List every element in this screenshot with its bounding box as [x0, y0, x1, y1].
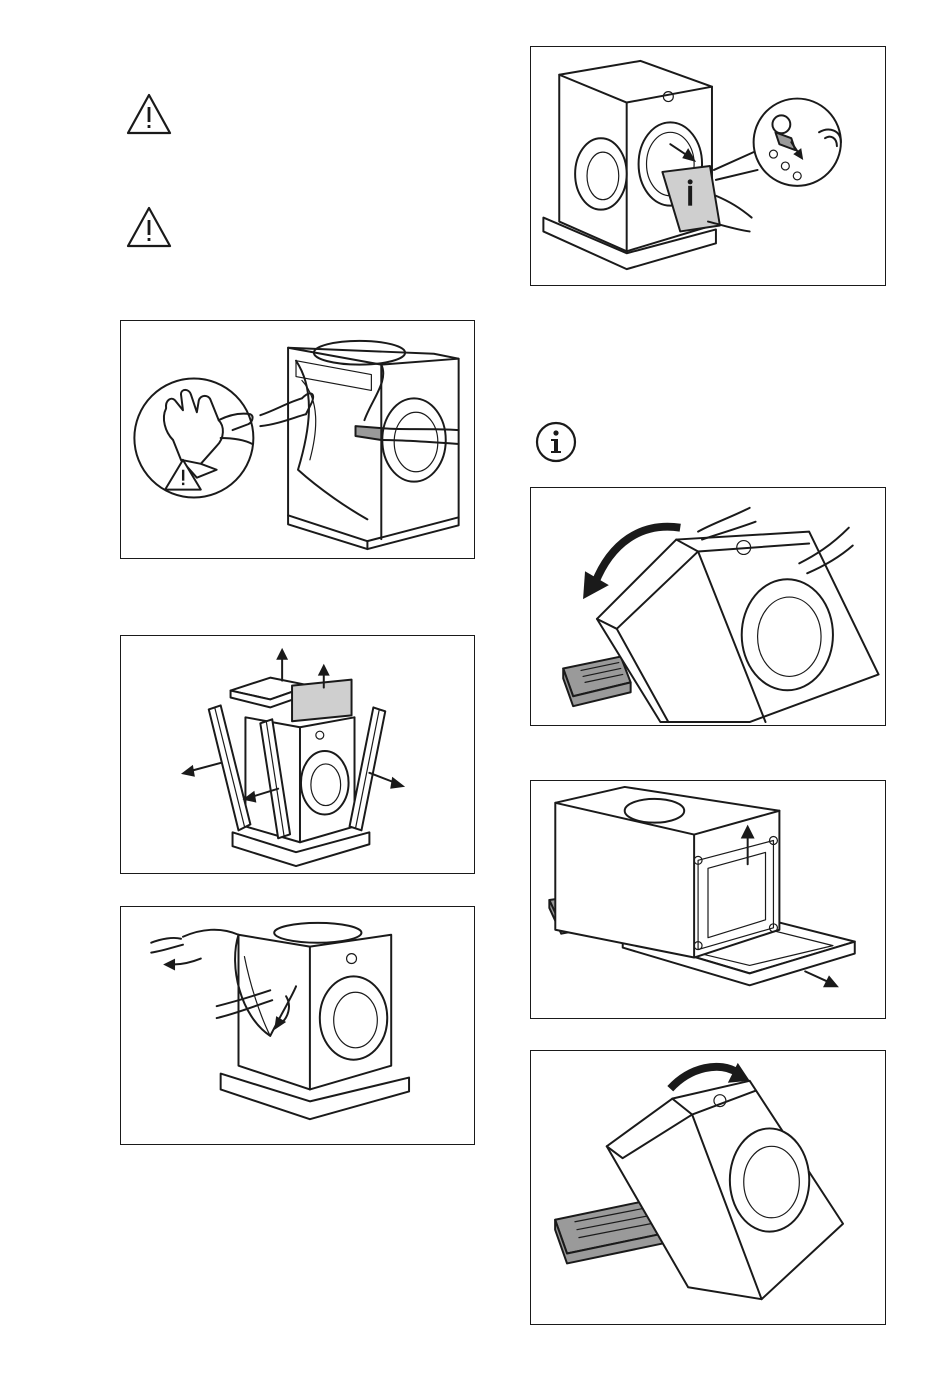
illustration-tilt-machine-onto-side-block	[530, 487, 886, 726]
illustration-remove-packaging-film-with-gloves	[120, 320, 475, 559]
illustration-remove-corner-protectors-and-top	[120, 635, 475, 874]
illustration-tilt-machine-back-upright	[530, 1050, 886, 1325]
illustration-remove-accessories-bag-from-drum	[530, 46, 886, 286]
warning-triangle-icon	[125, 205, 173, 249]
info-icon	[534, 420, 578, 464]
illustration-remove-plastic-bag	[120, 906, 475, 1145]
illustration-lift-machine-off-base	[530, 780, 886, 1019]
warning-triangle-icon	[125, 92, 173, 136]
